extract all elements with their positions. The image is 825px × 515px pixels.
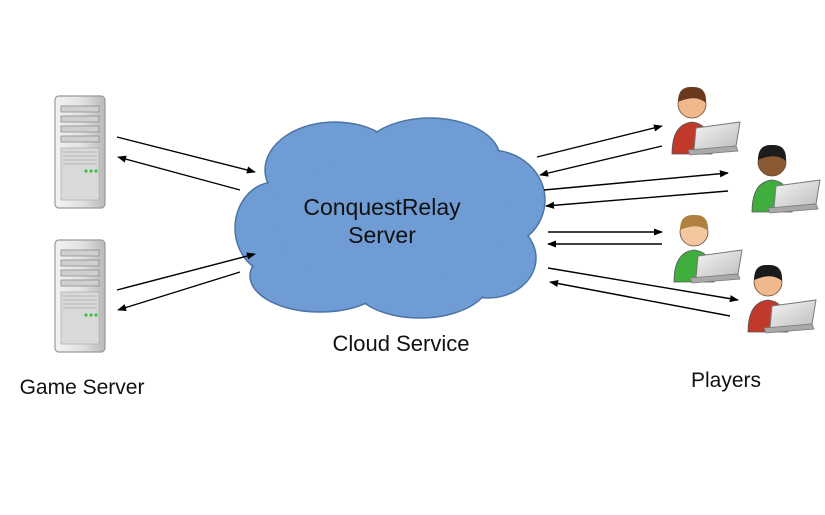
player-icon xyxy=(671,86,741,156)
players-label: Players xyxy=(691,369,761,392)
arrow-cloud-to-player xyxy=(543,170,729,191)
arrow-player-to-cloud xyxy=(549,279,731,317)
player-icon xyxy=(673,214,743,284)
arrow-server-to-cloud xyxy=(116,252,256,291)
arrow-cloud-to-player xyxy=(547,267,739,303)
server-icon xyxy=(54,239,106,353)
arrow-cloud-to-server xyxy=(117,271,241,312)
arrow-player-to-cloud xyxy=(545,190,729,209)
cloud-shape xyxy=(234,117,546,319)
arrow-player-to-cloud xyxy=(539,145,663,177)
arrow-server-to-cloud xyxy=(116,136,256,174)
cloud-title-line2: Server xyxy=(348,222,416,248)
arrow-cloud-to-player xyxy=(536,124,663,158)
arrow-cloud-to-server xyxy=(117,155,241,191)
cloud-service-caption: Cloud Service xyxy=(333,331,470,356)
game-server-label: Game Server xyxy=(20,376,145,399)
player-icon xyxy=(751,144,821,214)
server-icon xyxy=(54,95,106,209)
cloud-title-line1: ConquestRelay xyxy=(303,194,461,220)
player-icon xyxy=(747,264,817,334)
